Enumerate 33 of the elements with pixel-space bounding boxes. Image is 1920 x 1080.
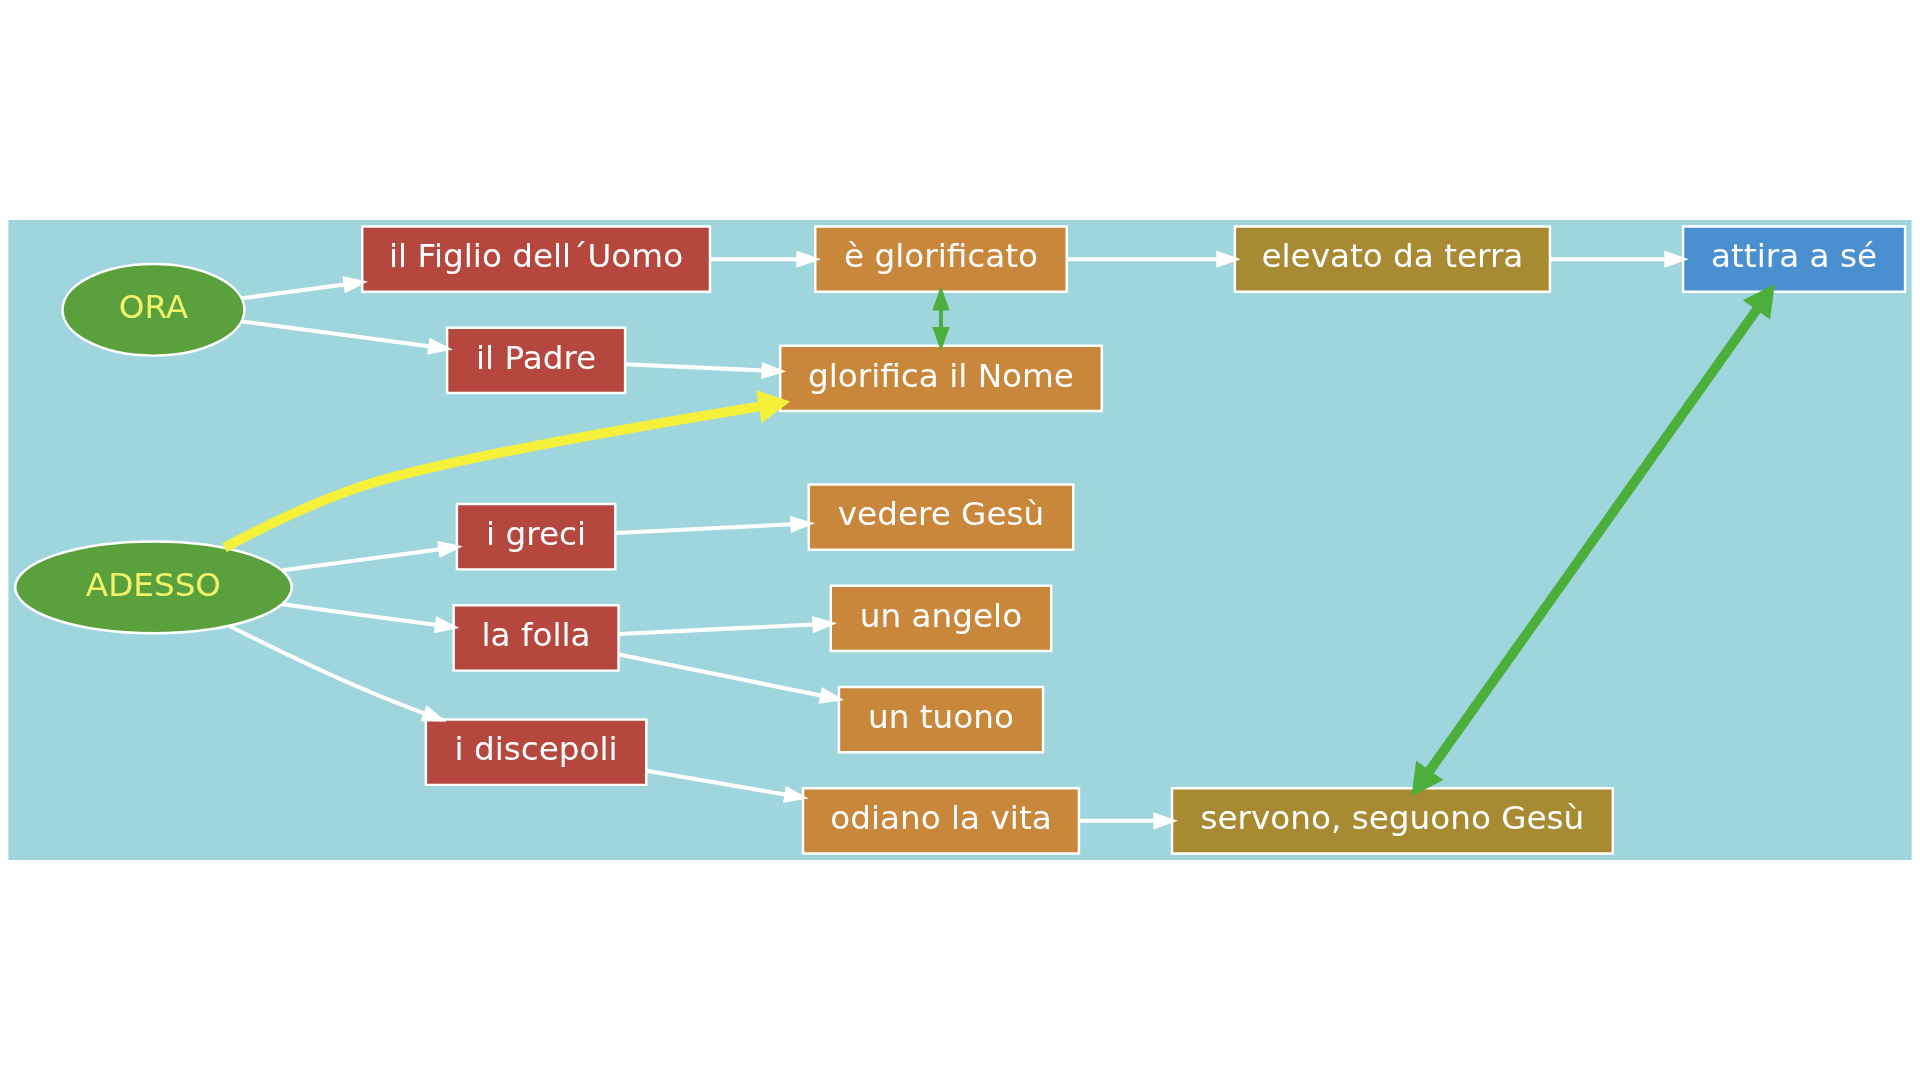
arrow — [618, 652, 845, 704]
node-box: un angelo — [829, 584, 1053, 653]
node-box: la folla — [452, 604, 620, 672]
arrow — [1550, 250, 1689, 268]
node-ellipse: ORA — [61, 262, 246, 357]
node-box: il Figlio dell´Uomo — [361, 225, 712, 294]
arrow — [222, 390, 791, 552]
arrow — [1066, 250, 1241, 268]
node-box: glorifica il Nome — [778, 344, 1104, 413]
node-box: odiano la vita — [801, 786, 1081, 855]
arrow — [618, 616, 837, 637]
node-box: vedere Gesù — [807, 483, 1075, 552]
node-box: elevato da terra — [1233, 225, 1552, 294]
node-box: attira a sé — [1681, 225, 1907, 294]
node-box: un tuono — [837, 685, 1045, 754]
node-box: è glorificato — [814, 225, 1068, 294]
arrow — [625, 361, 787, 379]
arrow — [710, 250, 821, 268]
arrow — [646, 768, 809, 803]
arrow — [1079, 812, 1178, 830]
arrow — [241, 319, 453, 355]
arrow — [1411, 283, 1775, 797]
arrow — [282, 541, 463, 573]
arrow — [615, 515, 815, 535]
node-ellipse: ADESSO — [13, 540, 293, 635]
node-box: i discepoli — [424, 718, 648, 787]
node-box: servono, seguono Gesù — [1170, 786, 1615, 855]
node-box: i greci — [455, 502, 617, 571]
arrow — [241, 276, 368, 301]
arrow — [932, 285, 950, 352]
node-box: il Padre — [445, 326, 627, 395]
arrow — [282, 602, 460, 634]
arrow — [228, 624, 447, 722]
